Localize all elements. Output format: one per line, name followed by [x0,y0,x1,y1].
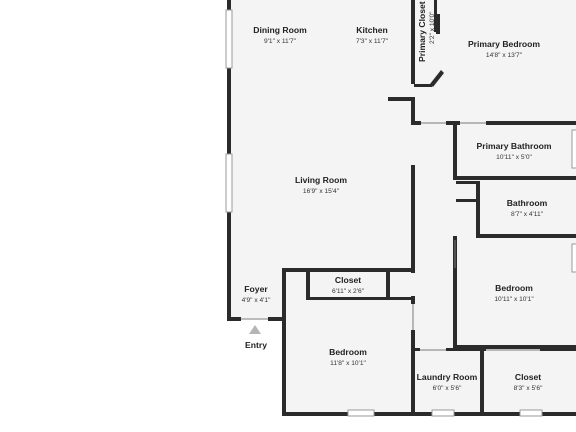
wall-hall-closet-bottom [306,297,415,300]
wall-south [282,412,576,416]
wall-closet-south-top [540,348,576,351]
wall-primary-closet-east [434,0,437,32]
label-primary-bedroom: Primary Bedroom [468,39,540,49]
window-dining [225,9,233,69]
wall-laundry-top-b [446,348,486,351]
primary-closet-edge [430,14,444,87]
wall-foyer-bottom-right [268,317,286,321]
wall-hall-closet-west [306,268,310,300]
wall-bedroom-east-bottom [453,345,576,349]
wall-living-east-upper [411,0,415,84]
wall-bathroom-top-stub [456,181,478,184]
window-primary-bath [571,129,576,169]
wall-bedroom-south-east [411,330,415,416]
dims-bedroom-south: 11'8" x 10'1" [330,360,366,367]
window-closet-south [519,409,543,417]
wall-primary-closet-post [436,14,440,34]
dims-bathroom: 8'7" x 4'11" [511,211,544,218]
label-primary-closet: Primary Closet [417,1,427,62]
wall-primary-bedroom-bottom-c [486,121,576,125]
floor-areas [230,0,576,412]
label-bathroom: Bathroom [507,198,548,208]
wall-hall-closet-top [282,268,415,272]
main-floor-area [230,0,576,412]
label-dining-room: Dining Room [253,25,307,35]
dims-foyer: 4'9" x 4'1" [242,297,271,304]
entry-arrow-icon [249,325,261,334]
wall-bathroom-bottom [476,234,576,238]
entry-label: Entry [245,340,267,350]
windows [225,9,576,417]
label-bedroom-south: Bedroom [329,347,367,357]
window-bedroom-south-a [347,409,375,417]
wall-bathroom-west [476,181,480,237]
wall-bedroom-south-east-stub [411,296,415,304]
window-living [225,153,233,213]
dims-bedroom-east: 10'11" x 10'1" [494,296,534,303]
dims-dining-room: 9'1" x 11'7" [264,38,297,45]
dims-primary-bedroom: 14'8" x 13'7" [486,52,523,59]
label-foyer: Foyer [244,284,268,294]
dims-kitchen: 7'3" x 11'7" [356,38,389,45]
wall-foyer-bottom-left [227,317,241,321]
wall-foyer-east [282,268,286,298]
label-kitchen: Kitchen [356,25,388,35]
dims-closet-south: 8'3" x 5'6" [514,385,543,392]
label-closet-hall: Closet [335,275,361,285]
wall-primary-bedroom-bottom-a [411,121,421,125]
label-primary-bathroom: Primary Bathroom [477,141,552,151]
wall-bathroom-stub [456,199,478,202]
primary-wing-floor [414,0,576,122]
dims-closet-hall: 6'11" x 2'6" [332,288,365,295]
dims-living-room: 16'9" x 15'4" [303,188,340,195]
dims-laundry-room: 6'0" x 5'6" [433,385,462,392]
wall-bedroom-south-west [282,298,286,416]
wall-living-east-mid [411,97,415,125]
label-living-room: Living Room [295,175,347,185]
wall-kitchen-stub [388,97,415,101]
label-closet-south: Closet [515,372,541,382]
wall-primary-bath-west [453,121,457,179]
label-bedroom-east: Bedroom [495,283,533,293]
wall-hall-closet-east [386,268,390,300]
wall-bedroom-east-west [453,236,457,348]
wall-laundry-top [414,348,420,351]
wall-living-east-lower [411,165,415,273]
wall-primary-closet-diagonal [430,70,444,87]
window-bedroom-east [571,243,576,273]
wall-primary-bath-bottom [453,176,576,180]
doors [241,122,540,351]
wall-primary-closet-bottom [414,84,432,87]
dims-primary-closet: 2'2" x 10'0" [429,11,436,44]
dims-primary-bathroom: 10'11" x 5'0" [496,154,532,161]
window-laundry [431,409,455,417]
label-laundry-room: Laundry Room [417,372,478,382]
wall-laundry-east [480,348,484,414]
